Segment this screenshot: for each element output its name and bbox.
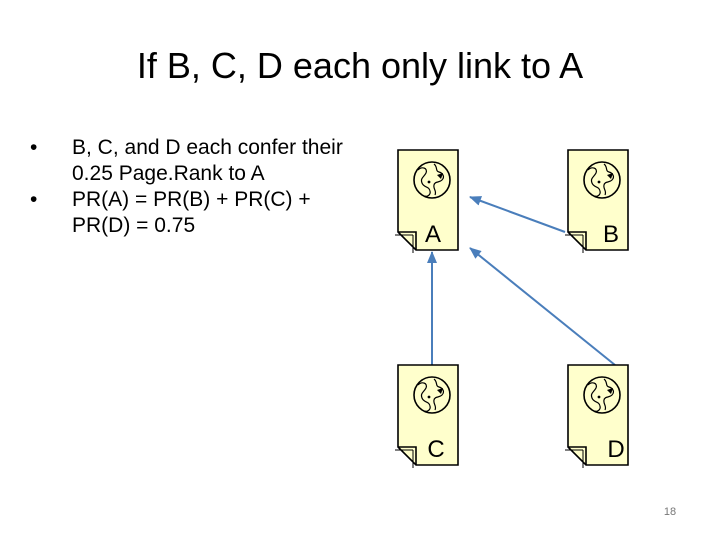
globe-document-icon bbox=[413, 161, 451, 199]
bullet-list: • B, C, and D each confer their 0.25 Pag… bbox=[30, 135, 360, 239]
node-a: A bbox=[394, 149, 459, 254]
bullet-item: • PR(A) = PR(B) + PR(C) + PR(D) = 0.75 bbox=[30, 187, 360, 239]
bullet-text: B, C, and D each confer their 0.25 Page.… bbox=[72, 136, 343, 185]
edge-d-to-a bbox=[469, 247, 616, 366]
slide-title: If B, C, D each only link to A bbox=[136, 45, 584, 86]
globe-document-icon bbox=[413, 376, 451, 414]
globe-document-icon bbox=[583, 161, 621, 199]
bullet-item: • B, C, and D each confer their 0.25 Pag… bbox=[30, 135, 360, 187]
node-label: D bbox=[607, 436, 624, 463]
page-number: 18 bbox=[663, 506, 677, 518]
globe-document-icon bbox=[583, 376, 621, 414]
node-label: C bbox=[427, 436, 444, 463]
edge-b-to-a bbox=[469, 196, 566, 233]
node-label: B bbox=[603, 221, 619, 248]
node-b: B bbox=[564, 149, 629, 254]
bullet-text: PR(A) = PR(B) + PR(C) + PR(D) = 0.75 bbox=[72, 188, 311, 237]
bullet-marker: • bbox=[30, 136, 38, 159]
node-label: A bbox=[425, 221, 441, 248]
bullet-marker: • bbox=[30, 188, 38, 211]
node-c: C bbox=[394, 364, 459, 469]
node-d: D bbox=[564, 364, 629, 469]
edges bbox=[427, 196, 616, 368]
